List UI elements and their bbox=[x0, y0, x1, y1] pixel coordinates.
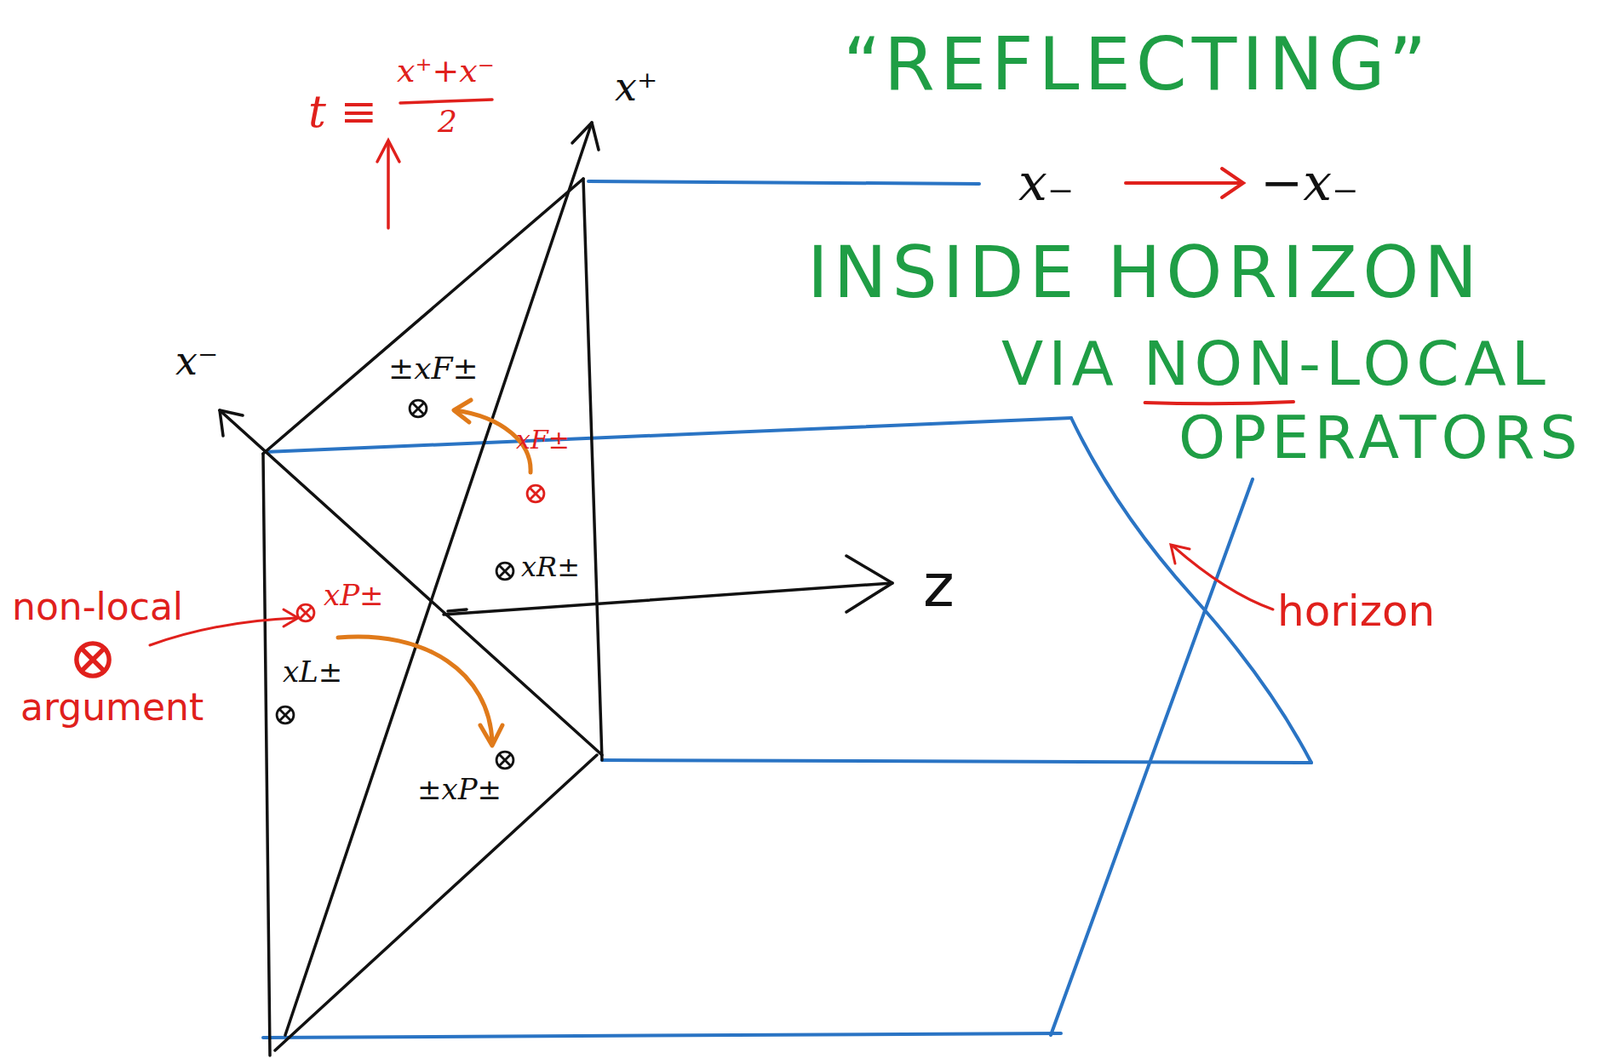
axis-label: z bbox=[923, 551, 955, 621]
axis-label: x⁻ bbox=[175, 338, 218, 385]
point-label: ±xF± bbox=[388, 350, 479, 386]
point-label: ±xP± bbox=[417, 773, 502, 807]
leader-arrow bbox=[149, 544, 1274, 646]
annotation-text: horizon bbox=[1277, 587, 1435, 637]
point-label: xP± bbox=[323, 579, 385, 613]
point-label: xR± bbox=[521, 551, 580, 584]
point-label: xL± bbox=[282, 655, 343, 689]
heading-text: “REFLECTING” bbox=[843, 22, 1432, 107]
coordinate-text: x₋ bbox=[1018, 153, 1075, 213]
time-denominator: 2 bbox=[437, 103, 458, 139]
note-text: OPERATORS bbox=[1178, 403, 1583, 473]
point-label: xF± bbox=[516, 425, 570, 456]
time-definition: t ≡ bbox=[308, 86, 378, 138]
mapping-arrow bbox=[338, 400, 531, 746]
coordinate-text: −x₋ bbox=[1260, 153, 1360, 213]
annotation-text: argument bbox=[20, 686, 204, 730]
lightcone-plane bbox=[219, 122, 893, 1056]
note-text: VIA NON-LOCAL bbox=[1001, 328, 1551, 400]
time-numerator: x⁺+x⁻ bbox=[396, 52, 495, 91]
annotation-text: non-local bbox=[11, 585, 184, 630]
time-arrow bbox=[377, 99, 493, 229]
note-text: INSIDE HORIZON bbox=[807, 231, 1483, 315]
reflect-arrow bbox=[1125, 168, 1244, 198]
axis-label: x⁺ bbox=[614, 64, 658, 110]
